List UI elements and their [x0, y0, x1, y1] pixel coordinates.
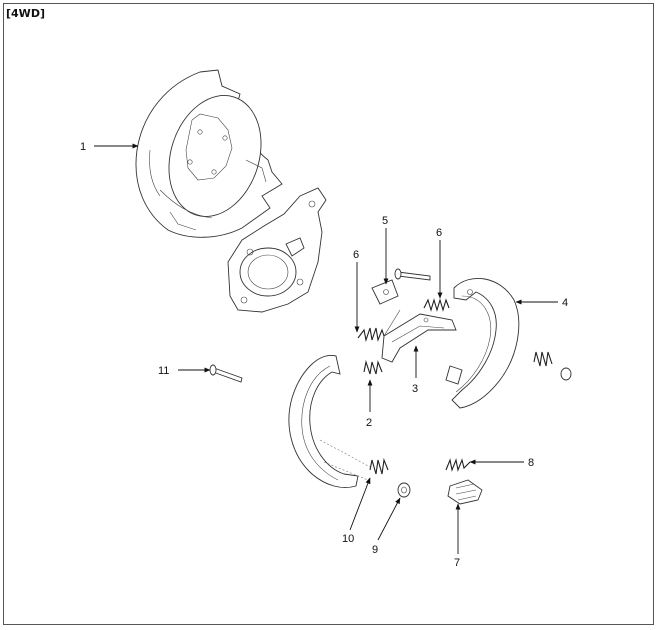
- diagram-frame: [3, 3, 654, 625]
- callout-11: 11: [158, 365, 169, 377]
- callout-10: 10: [342, 533, 354, 545]
- leader-lines: [94, 143, 558, 554]
- diagram-heading: [4WD]: [6, 7, 45, 20]
- callout-6-upper: 6: [436, 227, 442, 239]
- callout-6-lower: 6: [353, 249, 359, 261]
- hold-down-pin-part: [209, 364, 243, 383]
- callout-7: 7: [454, 557, 460, 569]
- dust-shield-part: [135, 69, 283, 238]
- adjuster-return-spring-part: [445, 458, 471, 472]
- callout-9: 9: [372, 544, 378, 556]
- leader-9: [377, 497, 401, 541]
- brake-shoe-left-part: [288, 355, 373, 488]
- hold-down-clip-part: [371, 279, 399, 305]
- callout-labels: 1 2 3 4 5 6 6 7 8 9 10 11: [80, 141, 568, 569]
- callout-8: 8: [528, 457, 534, 469]
- callout-3: 3: [412, 383, 418, 395]
- brake-shoe-right-part: [445, 278, 520, 409]
- knuckle-part: [227, 187, 327, 313]
- retainer-pin-part: [394, 268, 431, 281]
- return-spring-upper-part: [423, 298, 450, 312]
- spring-cup-part: [397, 482, 411, 498]
- shoe-spring-right-part: [533, 351, 572, 381]
- shoe-spring-left-part: [369, 457, 389, 475]
- leader-10: [349, 477, 371, 531]
- adjuster-assembly-part: [447, 479, 483, 505]
- callout-4: 4: [562, 297, 568, 309]
- callout-2: 2: [366, 417, 372, 429]
- return-spring-lower-part: [357, 309, 401, 343]
- adjuster-spring-part: [363, 359, 383, 375]
- callout-1: 1: [80, 141, 86, 153]
- adjuster-lever-part: [381, 313, 457, 363]
- callout-5: 5: [382, 215, 388, 227]
